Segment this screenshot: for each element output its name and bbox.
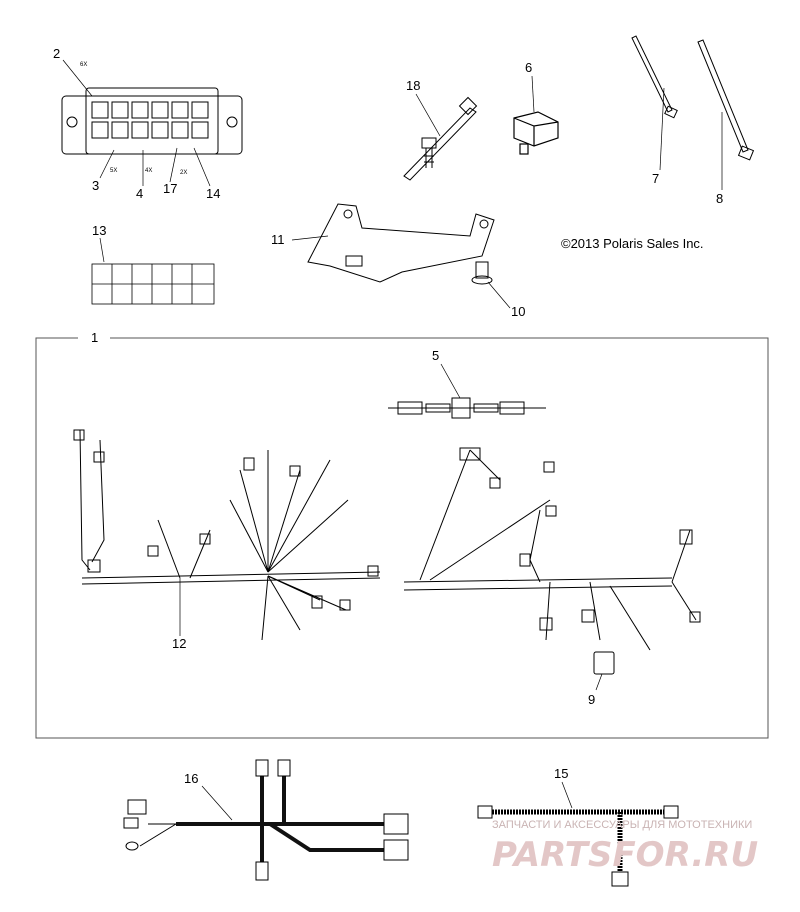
inline-fuse-holder-part[interactable] bbox=[388, 397, 546, 419]
callout-11: 11 bbox=[271, 232, 285, 247]
callout-2: 2 bbox=[53, 46, 60, 61]
cable-tie-mount-part[interactable] bbox=[403, 96, 478, 181]
fuse-slot bbox=[151, 101, 169, 119]
chassis-harness-right-part[interactable] bbox=[403, 447, 701, 675]
qty-5x: 5X bbox=[110, 168, 117, 174]
callout-18: 18 bbox=[406, 78, 420, 93]
chassis-harness-left-part[interactable] bbox=[73, 429, 381, 641]
callout-7: 7 bbox=[652, 171, 659, 186]
main-harness-frame bbox=[35, 337, 769, 739]
callout-13: 13 bbox=[92, 223, 106, 238]
fuse-slot bbox=[191, 101, 209, 119]
callout-6: 6 bbox=[525, 60, 532, 75]
callout-9: 9 bbox=[588, 692, 595, 707]
callout-1: 1 bbox=[91, 330, 98, 345]
watermark-brand: PARTSFOR.RU bbox=[492, 835, 758, 875]
callout-8: 8 bbox=[716, 191, 723, 206]
connector-part[interactable] bbox=[513, 111, 559, 155]
fuse-box-part[interactable] bbox=[61, 87, 243, 155]
callout-16: 16 bbox=[184, 771, 198, 786]
fuse-slot bbox=[91, 121, 109, 139]
callout-10: 10 bbox=[511, 304, 525, 319]
callout-4: 4 bbox=[136, 186, 143, 201]
callout-14: 14 bbox=[206, 186, 220, 201]
fuse-slot bbox=[91, 101, 109, 119]
push-rivet-part[interactable] bbox=[471, 261, 493, 285]
watermark-tagline: ЗАПЧАСТИ И АКСЕССУАРЫ ДЛЯ МОТОТЕХНИКИ bbox=[492, 819, 752, 831]
qty-2x: 2X bbox=[180, 170, 187, 176]
qty-4x: 4X bbox=[145, 168, 152, 174]
qty-6x: 6X bbox=[80, 62, 87, 68]
callout-17: 17 bbox=[163, 181, 177, 196]
fuse-slot bbox=[131, 101, 149, 119]
fuse-slot bbox=[171, 101, 189, 119]
bracket-part[interactable] bbox=[307, 203, 495, 283]
copyright-notice: ©2013 Polaris Sales Inc. bbox=[561, 236, 704, 251]
fuse-slot bbox=[151, 121, 169, 139]
cable-tie-short-part[interactable] bbox=[631, 35, 678, 119]
callout-5: 5 bbox=[432, 348, 439, 363]
fuse-slot bbox=[171, 121, 189, 139]
fuse-label-decal[interactable] bbox=[91, 263, 215, 305]
fuse-slot bbox=[191, 121, 209, 139]
sub-harness-16-part[interactable] bbox=[176, 776, 384, 862]
fuse-slot bbox=[131, 121, 149, 139]
fuse-slot bbox=[111, 101, 129, 119]
callout-3: 3 bbox=[92, 178, 99, 193]
fuse-slot bbox=[111, 121, 129, 139]
braided-harness-15-part[interactable] bbox=[477, 805, 679, 887]
callout-12: 12 bbox=[172, 636, 186, 651]
callout-15: 15 bbox=[554, 766, 568, 781]
cable-tie-long-part[interactable] bbox=[697, 39, 755, 161]
